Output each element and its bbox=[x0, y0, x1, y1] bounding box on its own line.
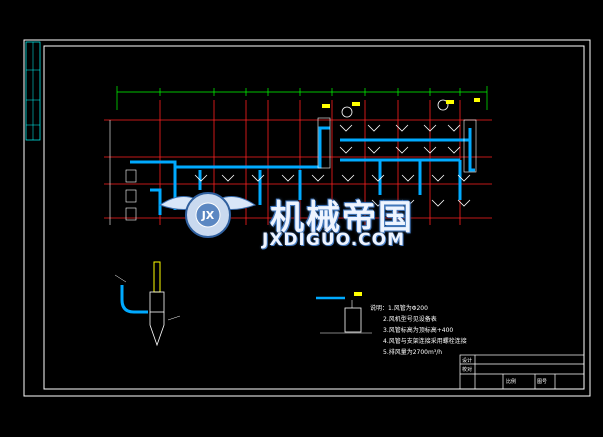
note-line: 3.风管标高为顶标高+400 bbox=[383, 327, 454, 334]
watermark-brand-en: JXDIGUO.COM bbox=[262, 230, 406, 250]
title-block-cell: 图号 bbox=[537, 379, 548, 385]
title-block bbox=[459, 354, 585, 390]
outer-frame bbox=[23, 39, 591, 397]
watermark-logo: JX bbox=[158, 192, 257, 238]
inner-frame bbox=[43, 45, 585, 390]
note-line: 4.风管与支架连接采用螺栓连接 bbox=[383, 338, 467, 345]
title-block-label: 设计 bbox=[462, 358, 473, 364]
fan-units bbox=[322, 98, 480, 118]
duct-network bbox=[130, 126, 475, 215]
design-notes: 说明：1.风管为Φ200 2.风机型号见设备表 3.风管标高为顶标高+400 4… bbox=[370, 303, 467, 358]
note-line: 说明：1.风管为Φ200 bbox=[370, 305, 428, 312]
watermark-logo-letters: JX bbox=[201, 209, 215, 222]
exhaust-terminals bbox=[194, 124, 471, 207]
note-line: 5.排风量为2700m³/h bbox=[383, 349, 443, 356]
detail-section bbox=[316, 292, 372, 334]
note-line: 2.风机型号见设备表 bbox=[383, 316, 437, 323]
title-block-cell: 比例 bbox=[506, 379, 517, 385]
title-block-label: 校对 bbox=[462, 367, 473, 373]
duct-outline bbox=[109, 117, 477, 225]
dimension-chain bbox=[116, 86, 488, 110]
dust-collector-section bbox=[114, 261, 181, 347]
axis-grid bbox=[104, 100, 492, 225]
watermark-brand-cn: 机械帝国 bbox=[270, 198, 414, 238]
